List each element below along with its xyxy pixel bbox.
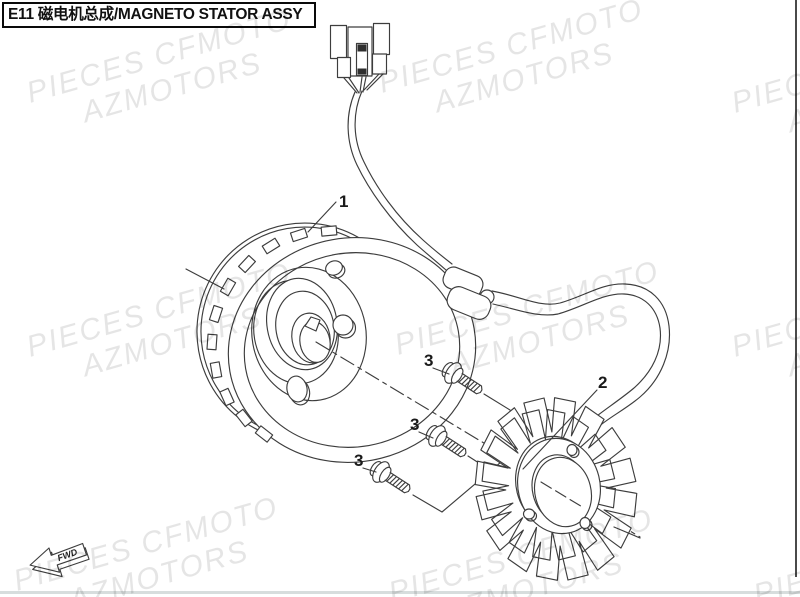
bolt-drawing-1	[437, 357, 511, 411]
connector-drawing	[329, 22, 391, 94]
page-bottom-edge-line	[0, 591, 800, 594]
fwd-arrow: FWD	[29, 542, 90, 578]
callout-1-label: 1	[339, 192, 348, 211]
page-title-text: E11 磁电机总成/MAGNETO STATOR ASSY	[8, 6, 303, 23]
stator-drawing	[457, 381, 641, 596]
axis-centerline	[315, 341, 641, 538]
flywheel-rotor-drawing	[196, 222, 477, 463]
callout-3a-label: 3	[424, 351, 433, 370]
callout-leaders	[185, 201, 598, 473]
wire-harness-drawing	[347, 90, 671, 429]
grommet-drawing	[442, 266, 492, 320]
callout-3b-label: 3	[410, 415, 419, 434]
callout-2-label: 2	[598, 373, 607, 392]
keyway-notch	[304, 316, 321, 332]
page-right-border	[795, 0, 797, 577]
rotor-rim-slots	[206, 225, 338, 443]
stator-mount-holes	[522, 443, 593, 532]
callout-3c-label: 3	[354, 451, 363, 470]
page-title: E11 磁电机总成/MAGNETO STATOR ASSY	[2, 2, 316, 28]
